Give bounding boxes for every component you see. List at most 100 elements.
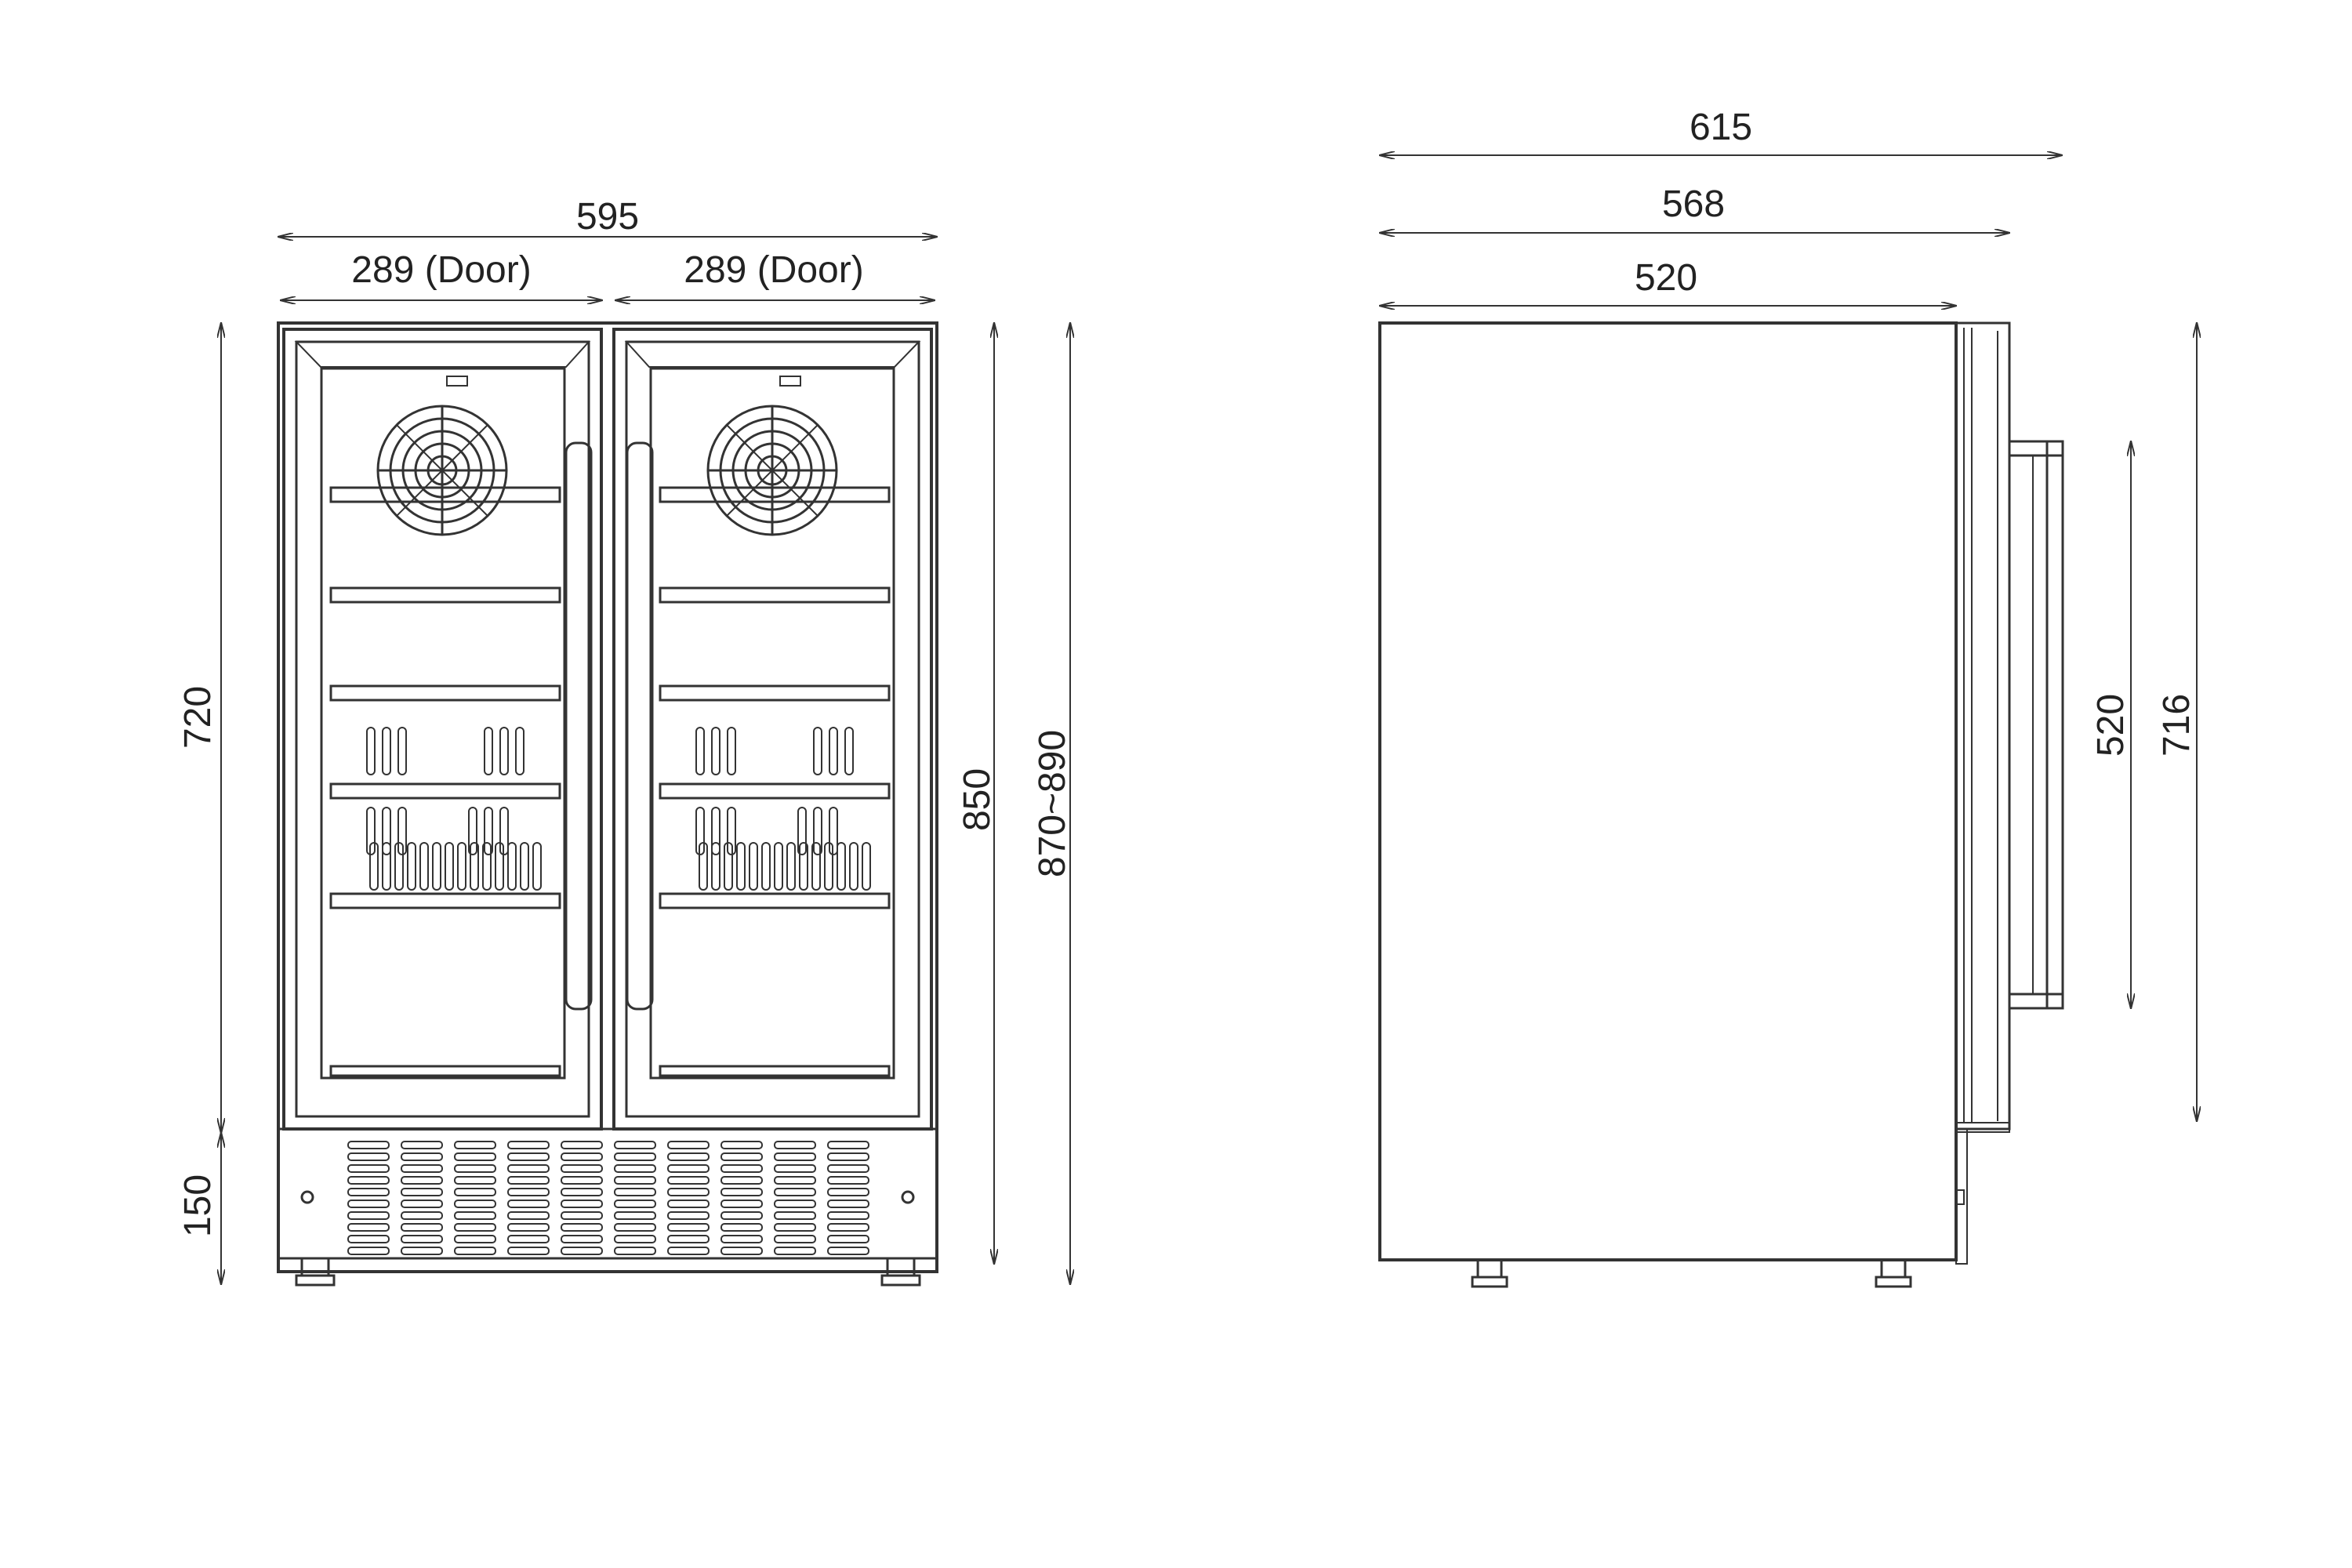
vent-slot bbox=[454, 1164, 496, 1173]
vent-slot bbox=[827, 1141, 869, 1149]
vent-slot bbox=[614, 1235, 656, 1243]
vent-slot bbox=[347, 1152, 390, 1161]
vent-slot bbox=[507, 1200, 550, 1208]
vent-slot bbox=[614, 1176, 656, 1185]
vent-slot bbox=[720, 1200, 763, 1208]
vent-slot bbox=[667, 1152, 710, 1161]
vent-slot bbox=[507, 1176, 550, 1185]
rack-slot bbox=[484, 727, 493, 775]
vent-slot bbox=[774, 1235, 816, 1243]
vent-slot bbox=[401, 1152, 443, 1161]
front-view bbox=[277, 321, 938, 1287]
rack-slot bbox=[457, 842, 466, 891]
vent-slot bbox=[401, 1188, 443, 1196]
vent-slot bbox=[454, 1141, 496, 1149]
vent-slot bbox=[774, 1211, 816, 1220]
vent-slot bbox=[667, 1223, 710, 1232]
vent-slot bbox=[774, 1247, 816, 1255]
rack-slot bbox=[695, 727, 705, 775]
vent-slot bbox=[454, 1247, 496, 1255]
vent-slot bbox=[561, 1141, 603, 1149]
rack-slot bbox=[862, 842, 871, 891]
rack-slot bbox=[849, 842, 858, 891]
vent-slot bbox=[454, 1200, 496, 1208]
rack-slot bbox=[532, 842, 542, 891]
vent-slot bbox=[561, 1152, 603, 1161]
vent-slot bbox=[347, 1164, 390, 1173]
vent-slot bbox=[401, 1200, 443, 1208]
vent-slot bbox=[667, 1176, 710, 1185]
vent-slot bbox=[827, 1247, 869, 1255]
rack-slot bbox=[432, 842, 441, 891]
vent-slot bbox=[347, 1235, 390, 1243]
vent-slot bbox=[454, 1211, 496, 1220]
base-vent-grille bbox=[347, 1141, 869, 1255]
front-dimensions: 595 289 (Door) 289 (Door) 720 150 850 87… bbox=[177, 196, 1073, 1284]
dim-door-height: 716 bbox=[2156, 694, 2198, 757]
vent-slot bbox=[561, 1164, 603, 1173]
dim-side-depth-door: 568 bbox=[1662, 183, 1725, 225]
vent-slot bbox=[827, 1164, 869, 1173]
vent-slot bbox=[720, 1223, 763, 1232]
rack-slot bbox=[382, 727, 391, 775]
rack-slot bbox=[507, 842, 517, 891]
vent-slot bbox=[561, 1188, 603, 1196]
vent-slot bbox=[347, 1188, 390, 1196]
vent-slot bbox=[347, 1211, 390, 1220]
vent-slot bbox=[827, 1200, 869, 1208]
vent-slot bbox=[614, 1223, 656, 1232]
vent-slot bbox=[401, 1211, 443, 1220]
rack-slot bbox=[829, 727, 838, 775]
rack-slot bbox=[499, 727, 509, 775]
vent-slot bbox=[667, 1141, 710, 1149]
vent-slot bbox=[827, 1235, 869, 1243]
dim-total-height-range: 870~890 bbox=[1032, 730, 1073, 877]
dim-base-height: 150 bbox=[177, 1174, 219, 1237]
vent-slot bbox=[827, 1176, 869, 1185]
vent-slot bbox=[667, 1188, 710, 1196]
vent-slot bbox=[774, 1176, 816, 1185]
vent-slot bbox=[507, 1247, 550, 1255]
vent-slot bbox=[401, 1164, 443, 1173]
vent-slot bbox=[347, 1200, 390, 1208]
rack-slot bbox=[774, 842, 783, 891]
vent-slot bbox=[507, 1164, 550, 1173]
dim-body-height: 850 bbox=[956, 768, 998, 831]
left-door bbox=[282, 328, 603, 1131]
vent-slot bbox=[347, 1141, 390, 1149]
dim-side-depth-body: 520 bbox=[1635, 257, 1697, 299]
vent-slot bbox=[827, 1211, 869, 1220]
vent-slot bbox=[561, 1176, 603, 1185]
vent-slot bbox=[507, 1188, 550, 1196]
vent-slot bbox=[401, 1176, 443, 1185]
dim-cabinet-height: 720 bbox=[177, 686, 219, 749]
rack-slot bbox=[382, 807, 391, 855]
vent-slot bbox=[667, 1164, 710, 1173]
vent-slot bbox=[720, 1188, 763, 1196]
vent-slot bbox=[454, 1176, 496, 1185]
side-view bbox=[1378, 321, 2064, 1288]
rack-slot bbox=[711, 842, 720, 891]
vent-slot bbox=[774, 1152, 816, 1161]
vent-slot bbox=[614, 1152, 656, 1161]
rack-slot bbox=[515, 727, 524, 775]
rack-slot bbox=[813, 727, 822, 775]
vent-slot bbox=[827, 1188, 869, 1196]
vent-slot bbox=[507, 1235, 550, 1243]
vent-slot bbox=[774, 1141, 816, 1149]
dim-handle-length: 520 bbox=[2090, 694, 2132, 757]
vent-slot bbox=[347, 1247, 390, 1255]
dim-front-total-width: 595 bbox=[576, 196, 639, 238]
vent-slot bbox=[614, 1200, 656, 1208]
vent-slot bbox=[720, 1141, 763, 1149]
dim-side-depth-total: 615 bbox=[1690, 107, 1752, 148]
vent-slot bbox=[454, 1152, 496, 1161]
dim-left-door-width: 289 (Door) bbox=[351, 249, 531, 291]
vent-slot bbox=[561, 1235, 603, 1243]
vent-slot bbox=[454, 1235, 496, 1243]
rack-slot bbox=[382, 842, 391, 891]
rack-slot bbox=[407, 842, 416, 891]
vent-slot bbox=[614, 1211, 656, 1220]
vent-slot bbox=[614, 1141, 656, 1149]
